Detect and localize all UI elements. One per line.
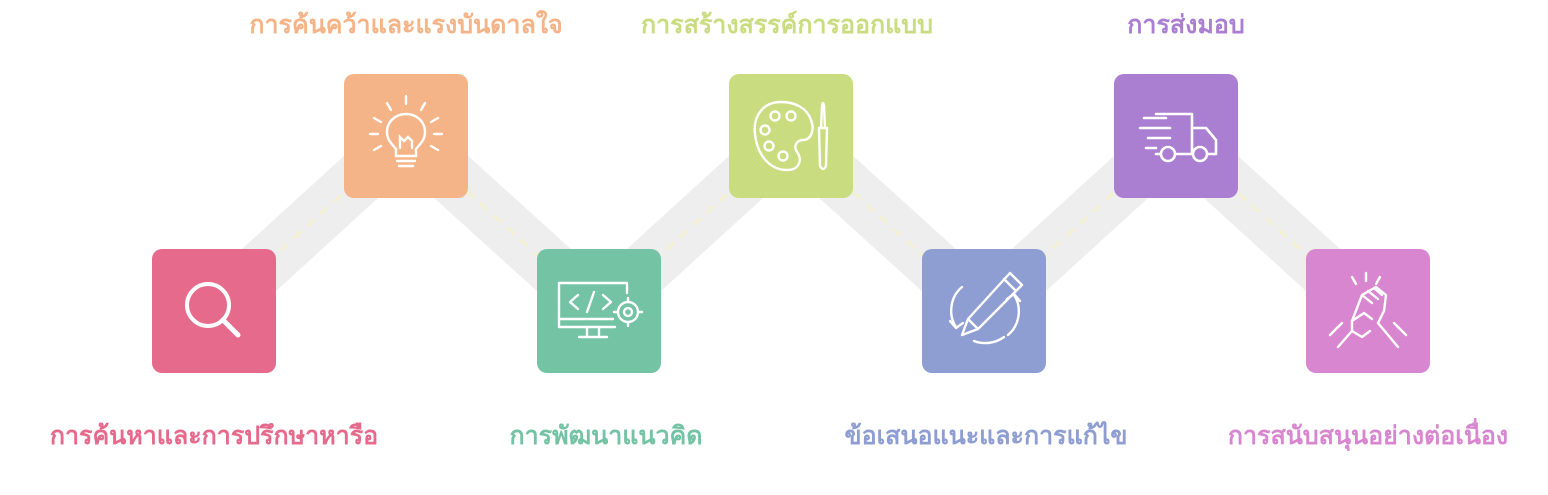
step-6-box xyxy=(1114,74,1238,198)
pencil-cycle-icon xyxy=(948,271,1024,345)
step-2-label: การค้นคว้าและแรงบันดาลใจ xyxy=(249,10,563,39)
palette-icon xyxy=(753,100,829,172)
step-5-label: ข้อเสนอแนะและการแก้ไข xyxy=(844,421,1128,450)
step-3-box xyxy=(537,249,661,373)
code-monitor-icon xyxy=(557,281,644,339)
step-2-box xyxy=(344,74,468,198)
step-1-label: การค้นหาและการปรึกษาหารือ xyxy=(49,421,379,450)
step-6-label: การส่งมอบ xyxy=(1127,10,1245,39)
handshake-icon xyxy=(1328,271,1408,349)
delivery-truck-icon xyxy=(1138,112,1218,163)
step-1-box xyxy=(152,249,276,373)
step-7-label: การสนับสนุนอย่างต่อเนื่อง xyxy=(1227,421,1509,450)
step-5-box xyxy=(922,249,1046,373)
lightbulb-icon xyxy=(368,94,444,168)
step-3-label: การพัฒนาแนวคิด xyxy=(509,421,703,450)
step-7-box xyxy=(1306,249,1430,373)
step-4-box xyxy=(729,74,853,198)
search-icon xyxy=(185,282,241,338)
step-4-label: การสร้างสรรค์การออกแบบ xyxy=(641,10,933,39)
